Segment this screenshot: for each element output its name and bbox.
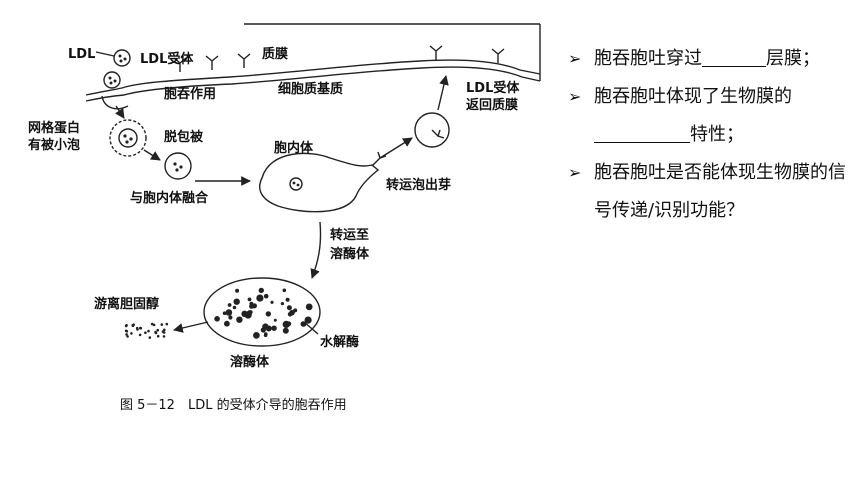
- label-receptor-return-2: 返回质膜: [466, 97, 518, 113]
- question-2: ➢ 胞吞胞吐体现了生物膜的特性；: [566, 78, 856, 154]
- endosome: [259, 151, 387, 213]
- label-endosome: 胞内体: [273, 140, 314, 156]
- question-1-suffix: 层膜；: [766, 48, 820, 69]
- question-3: ➢ 胞吞胞吐是否能体现生物膜的信号传递/识别功能？: [566, 154, 856, 230]
- label-plasma-membrane: 质膜: [262, 46, 288, 62]
- answer-blank-2[interactable]: [594, 120, 690, 143]
- label-lysosome: 溶酶体: [230, 354, 270, 370]
- arrowhead-bullet-icon: ➢: [568, 49, 582, 68]
- question-1: ➢ 胞吞胞吐穿过 层膜；: [566, 40, 856, 78]
- label-uncoat: 脱包被: [164, 129, 204, 145]
- free-cholesterol-particles: [124, 322, 169, 339]
- receptor-recycling-vesicle: [414, 112, 450, 148]
- label-coated-vesicle: 有被小泡: [28, 137, 80, 153]
- label-free-cholesterol: 游离胆固醇: [94, 296, 159, 312]
- membrane-receptors: [95, 45, 505, 89]
- question-3-text: 胞吞胞吐是否能体现生物膜的信号传递/识别功能？: [594, 162, 846, 221]
- label-ldl: LDL: [68, 47, 95, 62]
- arrowhead-bullet-icon: ➢: [568, 163, 582, 182]
- question-2-text: 胞吞胞吐体现了生物膜的: [594, 86, 792, 107]
- label-clathrin: 网格蛋白: [28, 120, 80, 136]
- answer-blank-1[interactable]: [702, 44, 766, 67]
- arrowhead-bullet-icon: ➢: [568, 87, 582, 106]
- question-list: ➢ 胞吞胞吐穿过 层膜； ➢ 胞吞胞吐体现了生物膜的特性； ➢ 胞吞胞吐是否能体现…: [566, 40, 856, 230]
- coated-vesicle: [109, 119, 147, 157]
- label-budding: 转运泡出芽: [386, 177, 451, 193]
- label-endocytosis: 胞吞作用: [163, 86, 216, 102]
- label-hydrolase: 水解酶: [320, 334, 359, 350]
- label-fuse-endosome: 与胞内体融合: [130, 190, 209, 206]
- label-transport-2: 溶酶体: [330, 246, 370, 262]
- lysosome: [203, 277, 321, 347]
- label-receptor-return-1: LDL受体: [466, 80, 520, 96]
- label-ldl-receptor: LDL受体: [140, 51, 194, 67]
- label-cytoplasm: 细胞质基质: [278, 81, 343, 97]
- figure-caption: 图 5－12 LDL 的受体介导的胞吞作用: [120, 397, 347, 413]
- uncoated-vesicle: [164, 152, 192, 180]
- question-1-text: 胞吞胞吐穿过: [594, 48, 702, 69]
- label-transport-1: 转运至: [330, 227, 369, 243]
- question-2-suffix: 特性；: [690, 124, 744, 145]
- plasma-membrane: [85, 23, 541, 110]
